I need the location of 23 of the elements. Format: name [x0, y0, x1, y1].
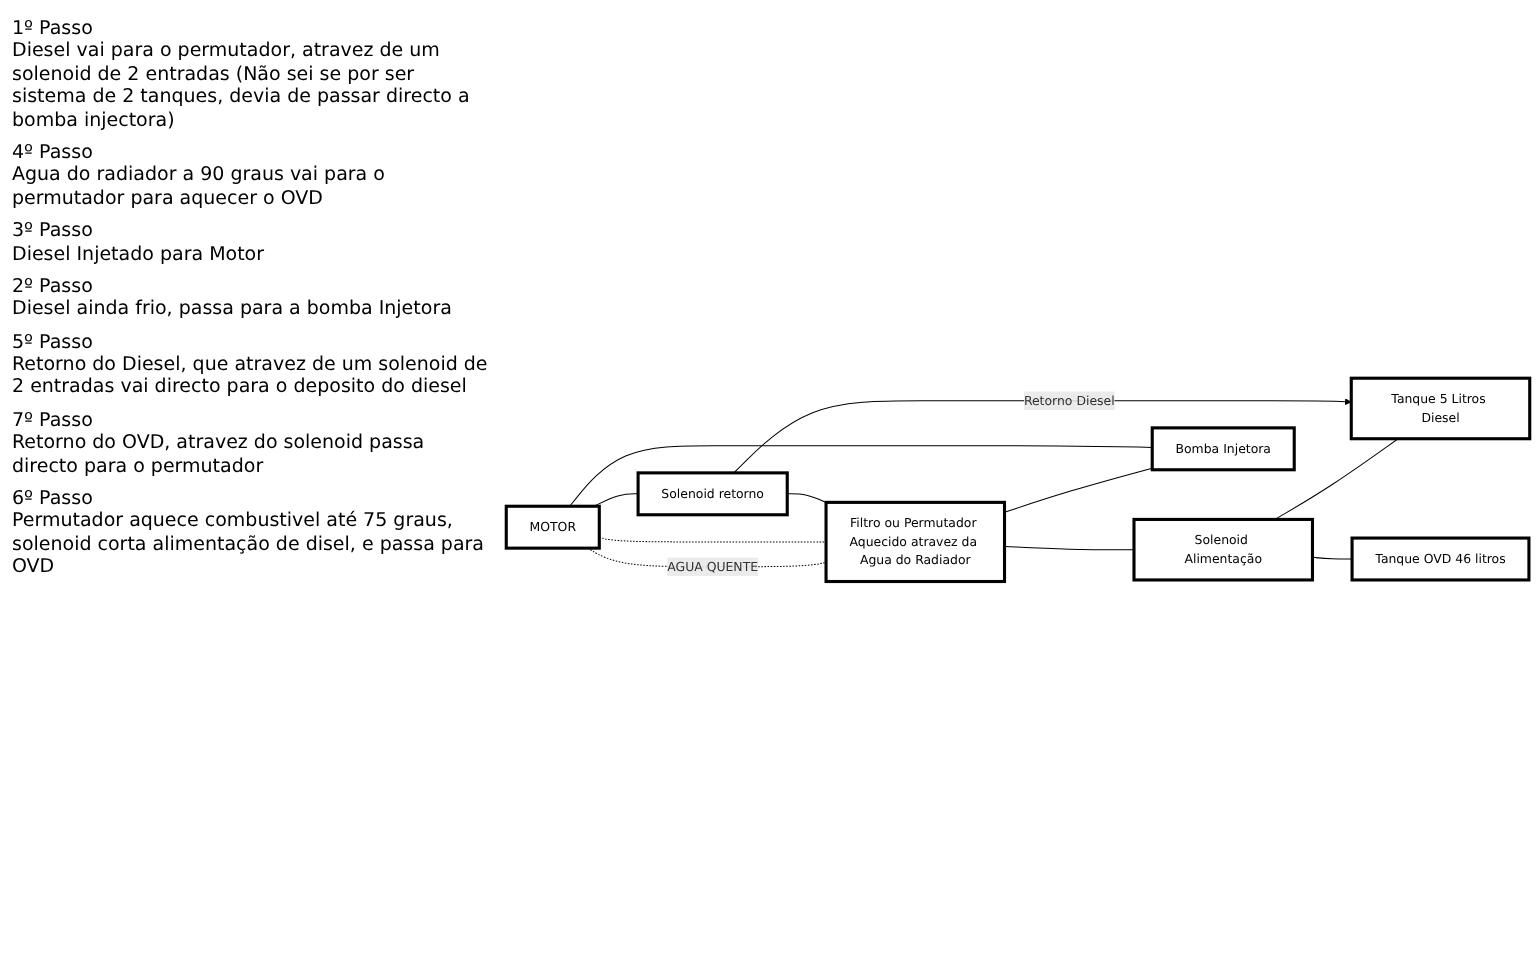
step-heading: 5º Passo [12, 331, 93, 355]
step-heading: 4º Passo [12, 141, 95, 165]
step-note: Diesel vai para o permutador, atravez de um solenoid de 2 entradas (Não sei se por ser sistema de 2 tanques, devia de passar directo a bomba injectora) [12, 40, 472, 132]
connector [598, 537, 827, 543]
step-note: Permutador aquece combustivel até 75 graus, solenoid corta alimentação de disel, e passa para OVD [12, 510, 486, 580]
connector [1004, 546, 1135, 551]
arrow [733, 398, 1352, 474]
step-heading: 1º Passo [12, 18, 95, 41]
step-note: Agua do radiador a 90 graus vai para o permutador para aquecer o OVD [12, 164, 387, 211]
step-heading: 7º Passo [12, 409, 93, 433]
connector [1311, 556, 1353, 560]
step-note: Diesel ainda frio, passa para a bomba Injetora [12, 298, 454, 322]
connector [569, 445, 1153, 507]
connector [786, 493, 827, 504]
step-heading: 2º Passo [12, 275, 95, 299]
step-note: Diesel Injetado para Motor [12, 243, 267, 266]
connector [1004, 467, 1153, 513]
step-heading: 3º Passo [12, 220, 95, 244]
step-heading: 6º Passo [12, 488, 95, 511]
step-note: Retorno do Diesel, que atravez de um solenoid de 2 entradas vai directo para o deposito do diesel [12, 354, 488, 400]
connector [593, 493, 639, 507]
step-note: Retorno do OVD, atravez do solenoid passa directo para o permutador [12, 432, 427, 479]
connector [1274, 438, 1399, 521]
